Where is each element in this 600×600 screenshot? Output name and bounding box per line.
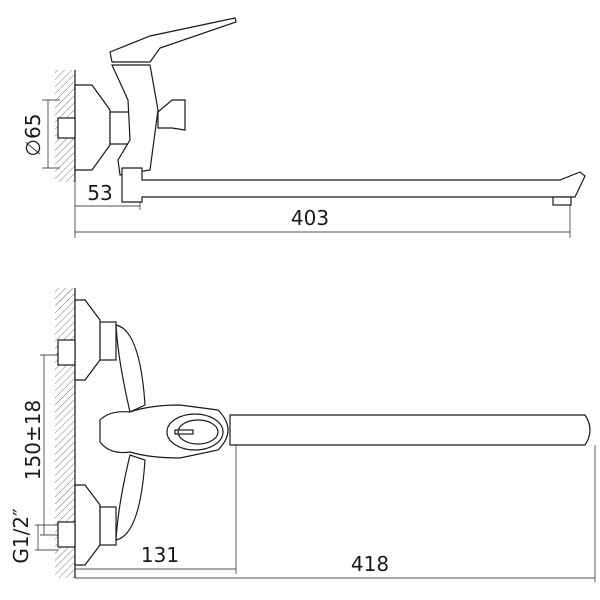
spout-front bbox=[229, 414, 591, 446]
spout-top bbox=[121, 167, 586, 203]
dim-spout-length: 403 bbox=[291, 206, 329, 230]
body-arm-lower bbox=[115, 454, 146, 541]
dim-total-length: 418 bbox=[351, 552, 389, 576]
handle-pin bbox=[174, 429, 194, 435]
body-arm bbox=[115, 324, 146, 413]
lower-nut bbox=[99, 506, 117, 546]
top-view: ∅65 53 403 bbox=[21, 17, 586, 238]
dim-handle-offset: 53 bbox=[87, 181, 112, 205]
front-view: 150±18 G1/2″ 131 418 bbox=[9, 288, 596, 582]
lower-inlet bbox=[57, 521, 76, 548]
diverter-knob bbox=[157, 99, 186, 131]
dim-inlet-spacing: 150±18 bbox=[21, 400, 45, 480]
upper-flange bbox=[74, 299, 101, 381]
aerator bbox=[552, 196, 572, 206]
wall-flange bbox=[74, 84, 111, 171]
handle-ring bbox=[166, 413, 224, 451]
inlet-pipe bbox=[57, 117, 76, 139]
lower-flange bbox=[74, 484, 101, 566]
dim-flange-diameter: ∅65 bbox=[21, 114, 45, 157]
handle-lever bbox=[109, 17, 237, 63]
dim-body-offset: 131 bbox=[141, 543, 179, 567]
upper-nut bbox=[99, 321, 117, 361]
body-hub bbox=[99, 404, 229, 459]
dim-thread: G1/2″ bbox=[9, 508, 33, 563]
handle-slot bbox=[177, 419, 219, 445]
faucet-body bbox=[111, 64, 159, 176]
upper-inlet bbox=[57, 339, 76, 366]
